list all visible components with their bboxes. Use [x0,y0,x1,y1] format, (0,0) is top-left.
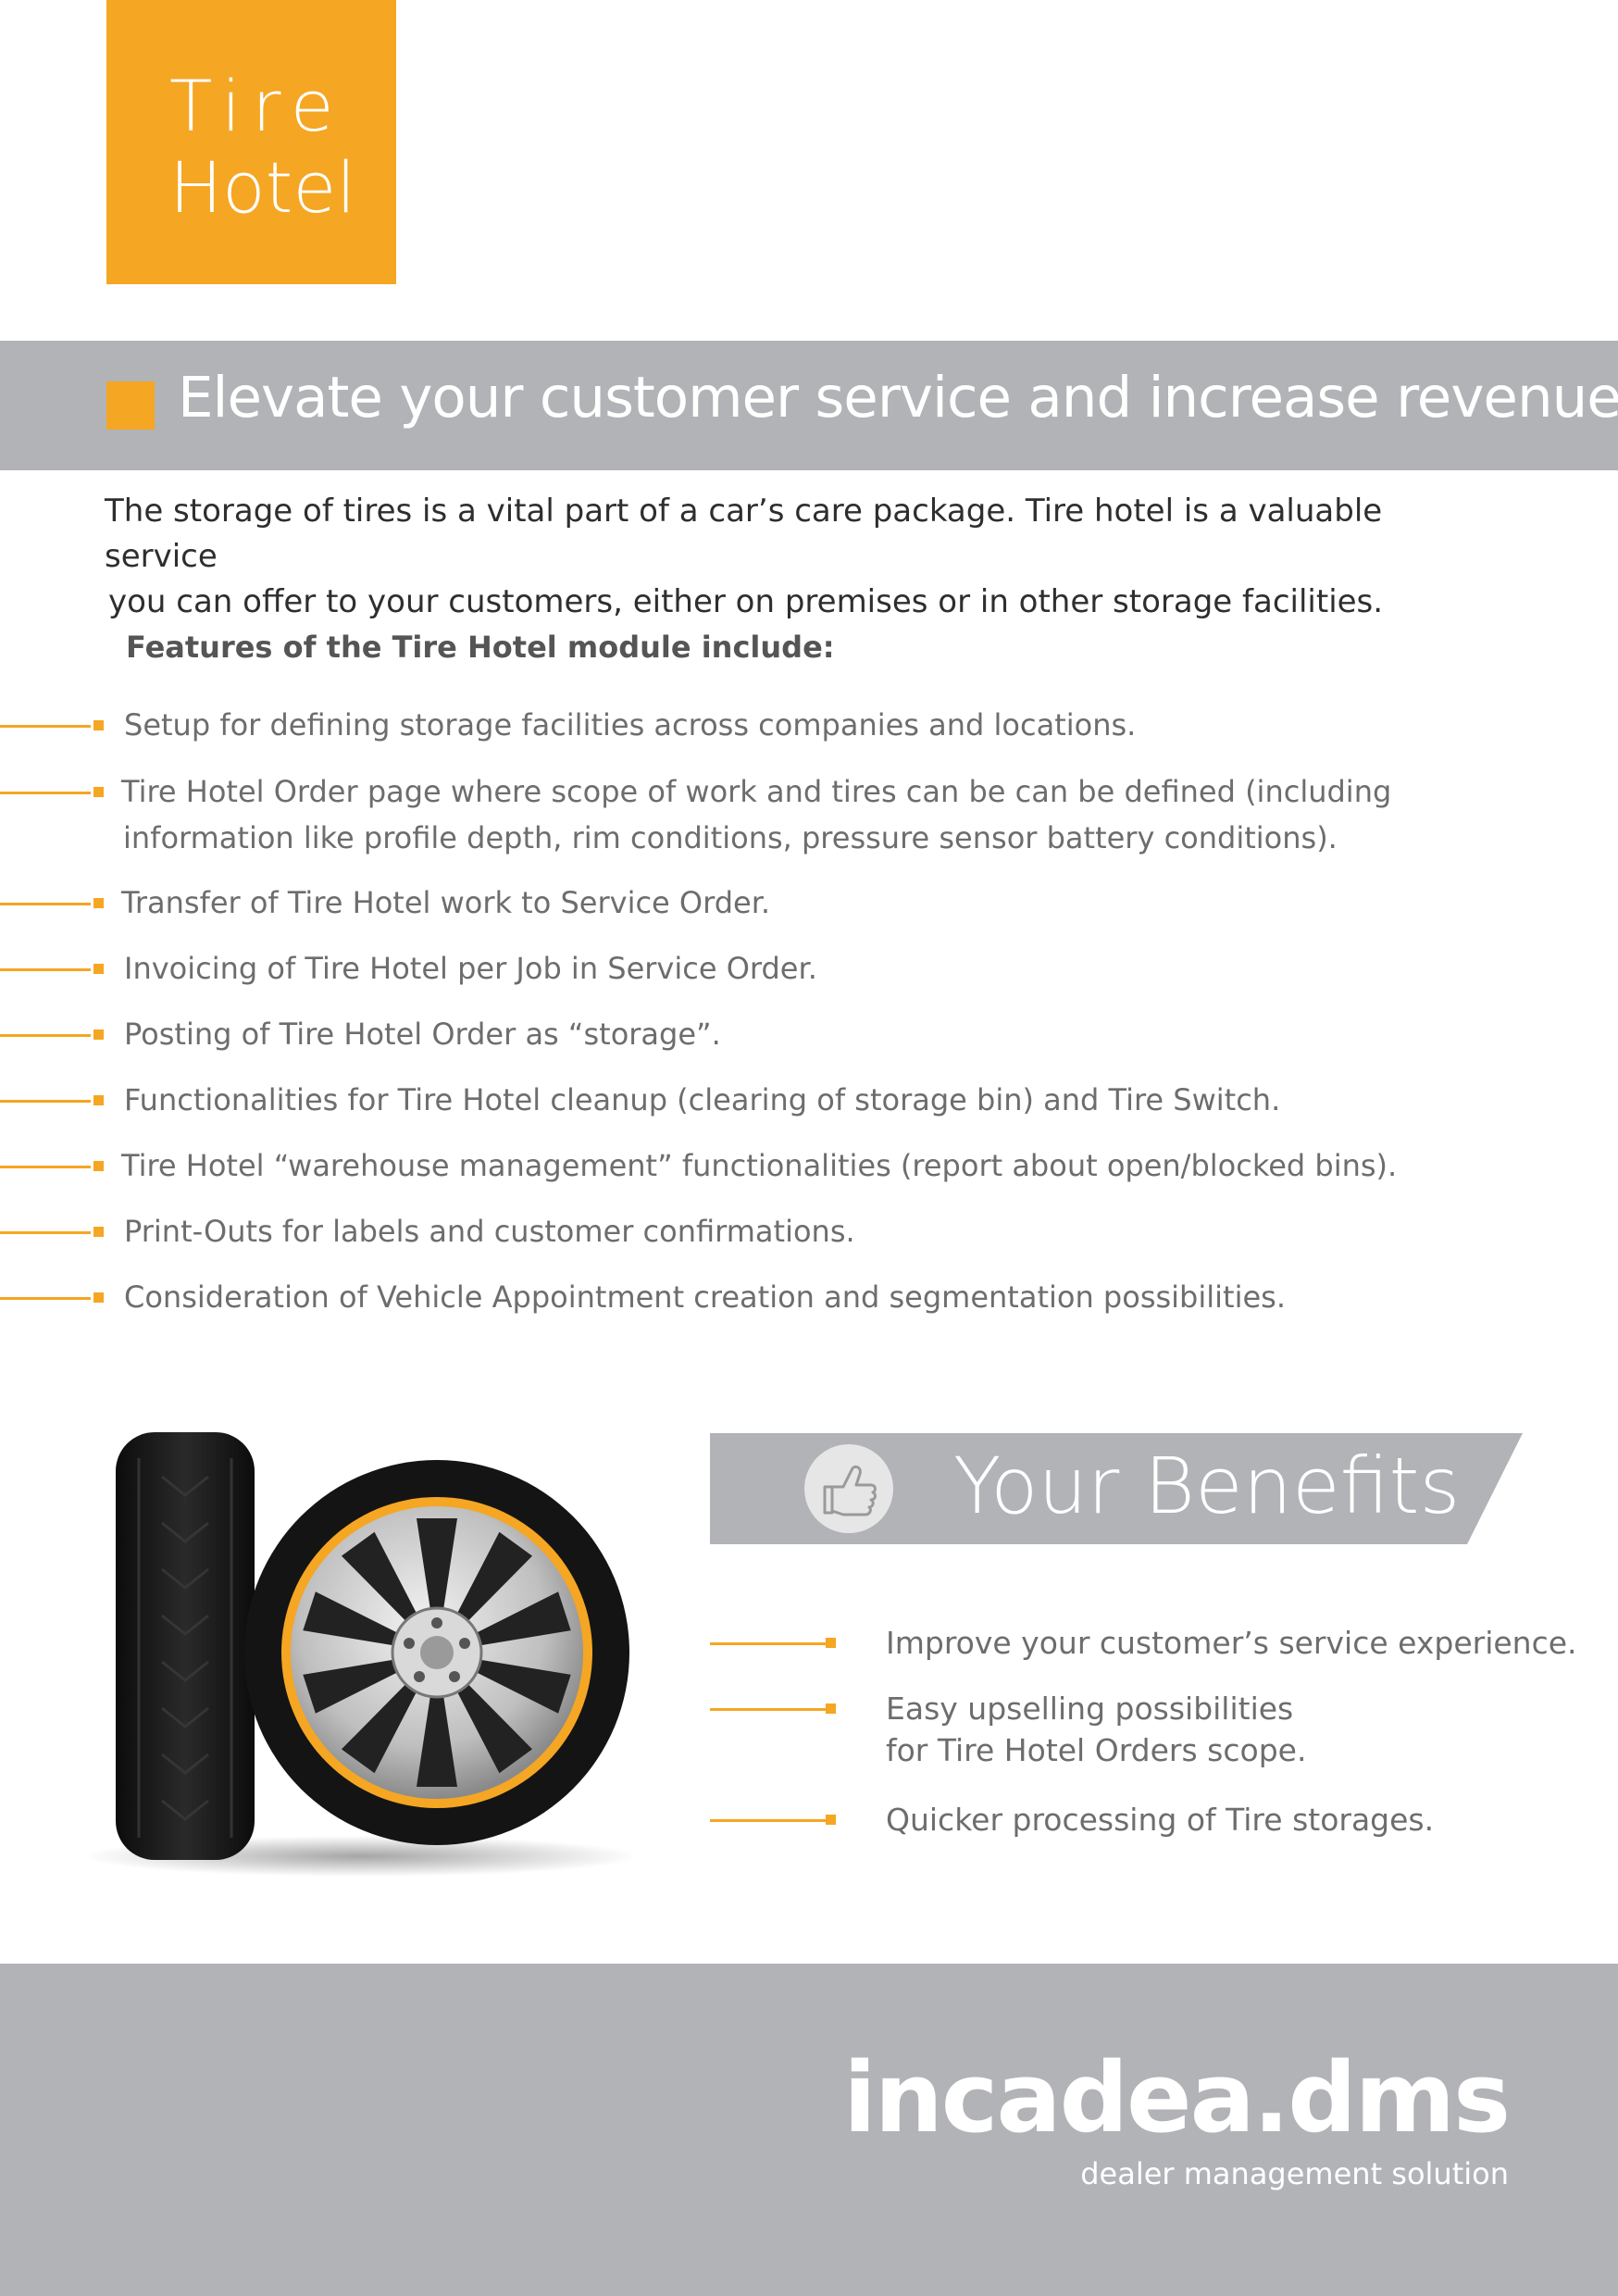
intro-paragraph: The storage of tires is a vital part of … [105,489,1493,625]
feature-text: Print-Outs for labels and customer confi… [124,1208,855,1254]
feature-text-line: Setup for defining storage facilities ac… [124,707,1137,742]
title-line-2: Hotel [169,146,356,229]
feature-connector-line [0,1297,91,1300]
feature-text: Functionalities for Tire Hotel cleanup (… [124,1077,1280,1123]
headline-square-marker [106,381,155,430]
benefit-bullet [826,1815,836,1825]
feature-connector-line [0,968,91,971]
feature-text: Tire Hotel Order page where scope of wor… [121,768,1391,861]
benefit-text: Improve your customer’s service experien… [886,1622,1577,1664]
feature-connector-line [0,1166,91,1168]
benefits-title: Your Benefits [953,1441,1461,1531]
features-title: Features of the Tire Hotel module includ… [126,630,835,665]
feature-text-line: Invoicing of Tire Hotel per Job in Servi… [124,951,817,986]
headline: Elevate your customer service and increa… [178,365,1618,430]
benefit-connector-line [710,1819,826,1822]
footer-band: incadea.dms dealer management solution [0,1964,1618,2296]
brand-tagline: dealer management solution [1080,2156,1509,2191]
feature-text-line: Functionalities for Tire Hotel cleanup (… [124,1082,1281,1117]
feature-bullet [93,1029,104,1040]
benefit-connector-line [710,1642,826,1645]
feature-text-line: Tire Hotel Order page where scope of wor… [121,774,1392,809]
benefit-connector-line [710,1708,826,1711]
feature-text: Invoicing of Tire Hotel per Job in Servi… [124,945,817,992]
feature-text: Consideration of Vehicle Appointment cre… [124,1274,1286,1320]
thumbs-up-icon [804,1444,893,1533]
feature-text-line: Consideration of Vehicle Appointment cre… [124,1279,1286,1315]
feature-text: Transfer of Tire Hotel work to Service O… [121,880,770,926]
feature-connector-line [0,1231,91,1234]
title-line-1: Tire [169,65,345,147]
benefit-text-line: Easy upselling possibilities [886,1691,1294,1727]
feature-text-line: Posting of Tire Hotel Order as “storage”… [124,1017,721,1052]
headline-band: Elevate your customer service and increa… [0,341,1618,470]
benefit-bullet [826,1703,836,1714]
feature-connector-line [0,725,91,728]
feature-text: Tire Hotel “warehouse management” functi… [121,1142,1397,1189]
feature-bullet [93,964,104,974]
feature-bullet [93,787,104,797]
feature-connector-line [0,903,91,905]
feature-connector-line [0,1100,91,1103]
tires-illustration [83,1421,731,1884]
benefit-text: Easy upselling possibilities for Tire Ho… [886,1688,1306,1771]
feature-text-line: Transfer of Tire Hotel work to Service O… [121,885,771,920]
feature-bullet [93,1161,104,1171]
title-box: Tire Hotel [106,0,396,284]
feature-text-line: Print-Outs for labels and customer confi… [124,1214,855,1249]
feature-bullet [93,1227,104,1237]
feature-bullet [93,720,104,730]
benefit-bullet [826,1638,836,1648]
feature-text: Posting of Tire Hotel Order as “storage”… [124,1011,721,1057]
feature-text: Setup for defining storage facilities ac… [124,702,1136,748]
feature-text-line: information like profile depth, rim cond… [123,820,1338,855]
feature-text-line: Tire Hotel “warehouse management” functi… [121,1148,1398,1183]
benefit-text-line: Quicker processing of Tire storages. [886,1802,1435,1838]
feature-bullet [93,1095,104,1105]
benefit-text-line: Improve your customer’s service experien… [886,1625,1577,1661]
feature-connector-line [0,1034,91,1037]
feature-bullet [93,898,104,908]
benefits-band: Your Benefits [710,1433,1525,1544]
brand-logo-text: incadea.dms [843,2041,1511,2154]
intro-line-1: The storage of tires is a vital part of … [105,493,1383,575]
benefit-text: Quicker processing of Tire storages. [886,1799,1434,1841]
benefit-text-line: for Tire Hotel Orders scope. [886,1732,1307,1768]
intro-line-2: you can offer to your customers, either … [108,583,1384,620]
feature-bullet [93,1292,104,1303]
feature-connector-line [0,792,91,794]
